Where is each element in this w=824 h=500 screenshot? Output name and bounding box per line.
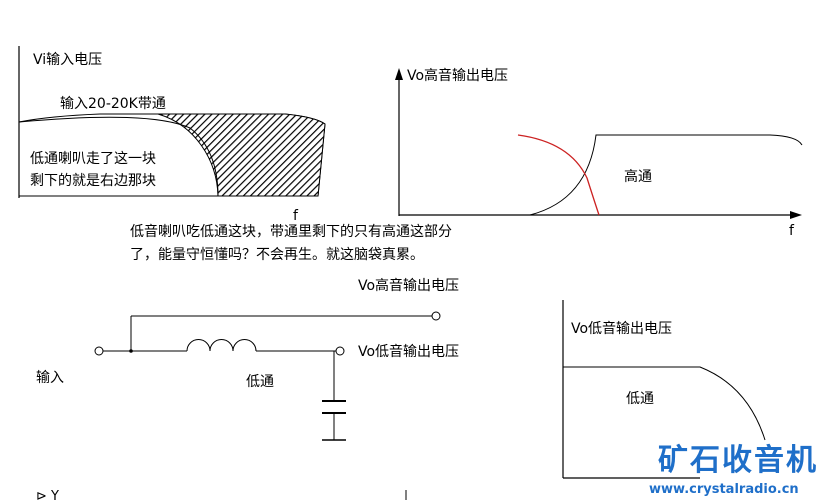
low-pass-panel: Vo低音输出电压 低通 bbox=[562, 300, 766, 479]
low-pass-boundary bbox=[18, 116, 219, 197]
partial-fragment: ⊳ Y bbox=[36, 489, 59, 500]
watermark-logo-text: 矿石收音机 bbox=[658, 443, 818, 478]
high-pass-panel: Vo高音输出电压 高通 f bbox=[395, 67, 803, 239]
input-terminal bbox=[94, 346, 104, 356]
low-curve-label: 低通 bbox=[626, 391, 654, 407]
low-pass-note-1: 低通喇叭走了这一块 bbox=[30, 150, 156, 167]
low-pass-note-2: 剩下的就是右边那块 bbox=[30, 173, 156, 189]
high-x-label: f bbox=[789, 223, 795, 239]
input-label: 输入 bbox=[36, 370, 64, 386]
input-axis-label: Vi输入电压 bbox=[33, 52, 102, 68]
watermark: 矿石收音机 www.crystalradio.cn bbox=[649, 443, 818, 497]
input-spectrum-panel: Vi输入电压 输入20-20K带通 低通喇叭走了这一块 剩下的就是右边那块 f bbox=[18, 46, 326, 224]
high-output-terminal bbox=[431, 311, 441, 321]
comment-line-2: 了，能量守恒懂吗？不会再生。就这脑袋真累。 bbox=[130, 246, 424, 263]
high-y-arrow bbox=[395, 68, 403, 80]
inductor-coil bbox=[186, 339, 257, 352]
crossover-circuit: Vo高音输出电压 Vo低音输出电压 输入 低通 bbox=[36, 277, 459, 441]
high-x-arrow bbox=[790, 211, 802, 219]
high-output-label: Vo高音输出电压 bbox=[358, 277, 459, 294]
low-output-terminal bbox=[335, 346, 345, 356]
low-pass-curve bbox=[563, 366, 766, 441]
comment-block: 低音喇叭吃低通这块，带通里剩下的只有高通这部分 了，能量守恒懂吗？不会再生。就这… bbox=[130, 223, 452, 263]
comment-line-1: 低音喇叭吃低通这块，带通里剩下的只有高通这部分 bbox=[130, 223, 452, 240]
high-curve-label: 高通 bbox=[624, 168, 652, 185]
low-output-label: Vo低音输出电压 bbox=[358, 343, 459, 360]
band-label: 输入20-20K带通 bbox=[60, 96, 166, 112]
low-axis-label: Vo低音输出电压 bbox=[571, 320, 672, 337]
watermark-url: www.crystalradio.cn bbox=[649, 482, 799, 497]
partial-panel: ⊳ Y bbox=[36, 489, 407, 500]
inductor-label: 低通 bbox=[246, 374, 274, 390]
high-axis-label: Vo高音输出电压 bbox=[407, 67, 508, 84]
low-pass-overlay-red bbox=[517, 134, 600, 216]
high-pass-hatched-region bbox=[157, 113, 326, 197]
input-x-label: f bbox=[293, 208, 299, 224]
high-pass-curve bbox=[529, 134, 803, 216]
